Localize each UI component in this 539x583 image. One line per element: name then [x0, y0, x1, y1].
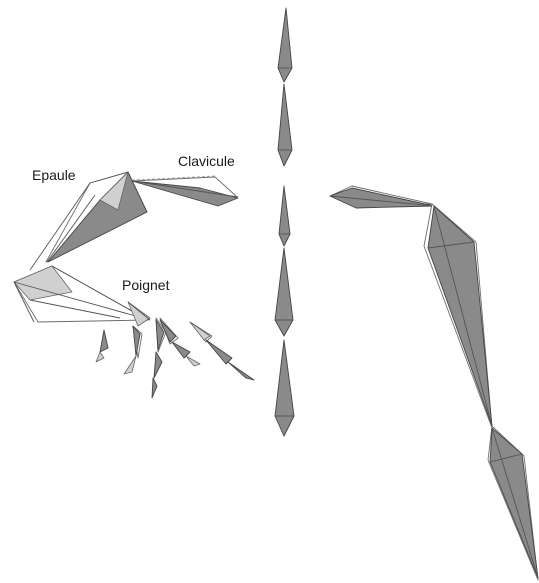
right-leg-skeleton [330, 186, 538, 580]
label-shoulder: Epaule [32, 167, 76, 183]
shin-bone [488, 426, 538, 580]
forearm-bone [14, 266, 150, 322]
spine-segment-5 [275, 340, 294, 436]
hip-bone [330, 186, 434, 208]
spine-segment-3 [279, 186, 290, 246]
thumb-bone [96, 330, 108, 362]
thigh-bone [424, 204, 492, 428]
upper-arm-bone [30, 172, 147, 270]
middle-finger-bone [152, 318, 166, 398]
finger-bones [96, 318, 254, 398]
label-clavicle: Clavicule [178, 153, 235, 169]
spine-segment-4 [275, 248, 293, 336]
spine-skeleton [275, 8, 294, 436]
clavicle-bone [132, 176, 238, 206]
spine-segment-1 [278, 8, 292, 82]
index-finger-bone [124, 326, 142, 374]
little-finger-bone [190, 322, 254, 380]
label-wrist: Poignet [122, 277, 170, 293]
spine-segment-2 [278, 84, 292, 166]
